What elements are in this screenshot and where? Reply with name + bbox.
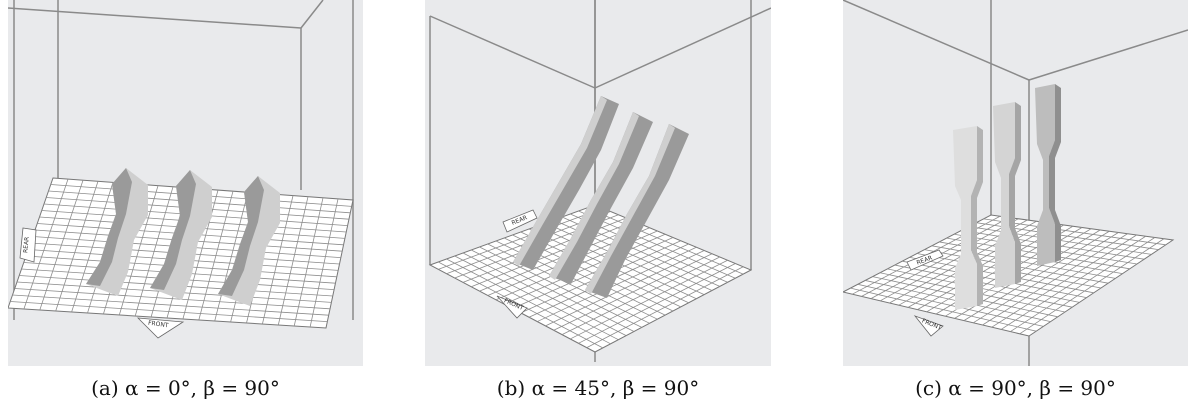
plate-label-front: FRONT: [136, 317, 185, 339]
plate-label-front: FRONT: [913, 315, 944, 337]
grid-line: [1019, 238, 1165, 335]
specimen-a1: [86, 168, 148, 296]
build-volume-frame: [8, 0, 354, 320]
svg-text:REAR: REAR: [22, 236, 30, 253]
caption-c: (c) α = 90°, β = 90°: [915, 376, 1116, 400]
grid-line: [182, 189, 219, 320]
grid-line: [982, 233, 1128, 326]
grid-line: [570, 259, 728, 340]
grid-line: [586, 266, 744, 349]
plate-label-rear: REAR: [906, 249, 944, 271]
grid-line: [578, 263, 736, 344]
panel-b-render: REAR FRONT: [425, 0, 771, 366]
specimen-c2: [993, 102, 1021, 288]
specimen-c1: [953, 126, 983, 310]
specimen-c3: [1035, 84, 1061, 266]
grid-line: [991, 234, 1137, 328]
specimen-a2: [150, 170, 212, 300]
grid-line: [553, 253, 713, 331]
panel-a-scene: REAR FRONT: [8, 0, 354, 339]
plate-label-rear: REAR: [19, 227, 37, 263]
specimen-a3: [218, 176, 280, 306]
panel-b-scene: REAR FRONT: [428, 0, 771, 362]
specimen-b1: [513, 96, 619, 270]
grid-line: [262, 195, 294, 325]
grid-line: [214, 192, 249, 322]
panel-a-render: REAR FRONT: [8, 0, 363, 366]
caption-b: (b) α = 45°, β = 90°: [496, 376, 700, 400]
grid-line: [14, 288, 331, 310]
specimen-group: [86, 168, 280, 306]
specimen-b3: [585, 124, 689, 298]
specimen-group: [513, 96, 689, 298]
grid-line: [277, 196, 309, 326]
plate-label-rear: REAR: [502, 209, 538, 233]
grid-line: [12, 294, 329, 316]
grid-line: [561, 256, 720, 335]
grid-line: [578, 210, 736, 279]
caption-a: (a) α = 0°, β = 90°: [91, 376, 280, 400]
grid-line: [10, 301, 328, 322]
panel-c-render: REAR FRONT: [843, 0, 1188, 366]
grid-line: [309, 198, 339, 328]
specimen-b2: [549, 112, 653, 284]
grid-line: [537, 246, 697, 322]
grid-line: [1010, 237, 1156, 332]
grid-line: [293, 197, 324, 327]
grid-line: [198, 191, 234, 321]
grid-line: [586, 207, 744, 275]
grid-line: [1000, 235, 1146, 330]
grid-line: [545, 250, 705, 327]
grid-line: [972, 232, 1119, 324]
grid-line: [512, 237, 674, 309]
svg-text:FRONT: FRONT: [148, 320, 170, 330]
specimen-group: [953, 84, 1061, 310]
grid-line: [963, 230, 1110, 321]
panel-c-scene: REAR FRONT: [843, 0, 1188, 366]
